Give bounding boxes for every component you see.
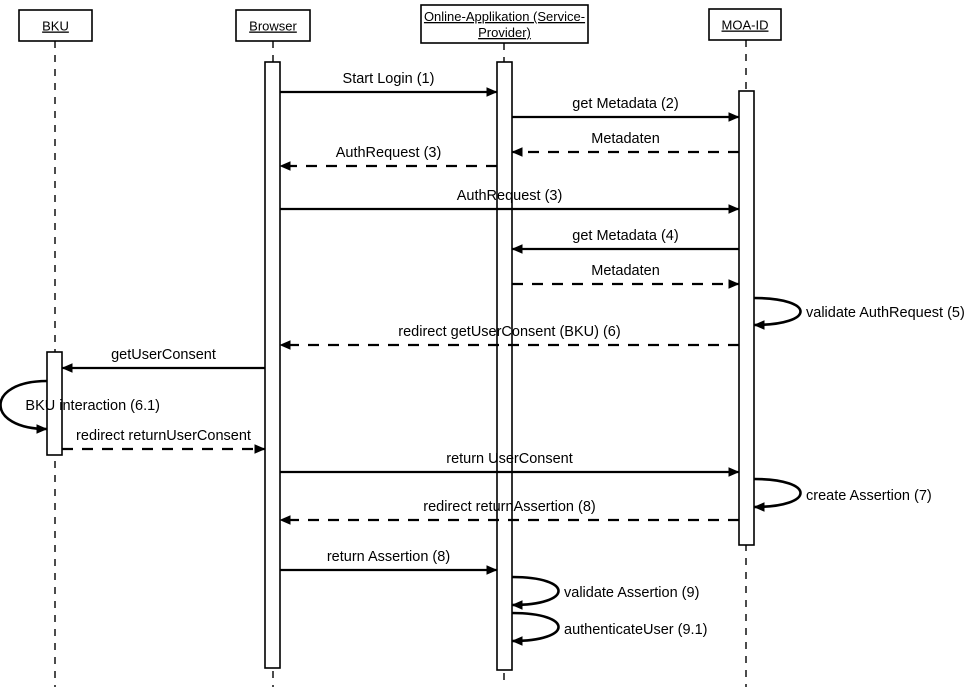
self-messages-layer: validate AuthRequest (5) BKU interaction …: [0, 296, 965, 646]
message-label-m4: AuthRequest (3): [336, 145, 442, 161]
message-label-m3: Metadaten: [591, 131, 660, 147]
message-label-m7: Metadaten: [591, 263, 660, 279]
activation-bar-bku: [46, 351, 63, 456]
message-label-m5: AuthRequest (3): [457, 188, 563, 204]
activation-bar-moaid: [738, 90, 755, 546]
message-label-m1: Start Login (1): [343, 71, 435, 87]
self-message-loop-s3: [753, 477, 802, 512]
messages-layer: Start Login (1) get Metadata (2) Metadaten…: [61, 71, 740, 575]
self-message-label-s5: authenticateUser (9.1): [564, 622, 707, 638]
lifeline-header-box-moaid[interactable]: [708, 8, 782, 41]
activation-bar-oa: [496, 61, 513, 671]
message-label-m10: redirect returnUserConsent: [76, 428, 251, 444]
self-message-loop-s5: [511, 611, 560, 646]
message-label-m11: return UserConsent: [446, 451, 573, 467]
self-message-loop-s2: [0, 379, 48, 434]
lifeline-header-box-browser[interactable]: [235, 9, 311, 42]
self-message-label-s2: BKU interaction (6.1): [25, 398, 160, 414]
self-message-loop-s4: [511, 575, 560, 610]
message-label-m2: get Metadata (2): [572, 96, 678, 112]
lifeline-header-label-browser: Browser: [249, 19, 297, 34]
self-message-label-s4: validate Assertion (9): [564, 585, 699, 601]
activations-layer: [46, 61, 755, 671]
message-label-m13: return Assertion (8): [327, 549, 450, 565]
lifeline-header-box-bku[interactable]: [18, 9, 93, 42]
lifeline-header-label-oa: Provider): [478, 25, 531, 40]
message-label-m6: get Metadata (4): [572, 228, 678, 244]
lifeline-header-box-oa[interactable]: [420, 4, 589, 44]
message-label-m12: redirect returnAssertion (8): [423, 499, 595, 515]
self-message-label-s3: create Assertion (7): [806, 488, 932, 504]
activation-bar-browser: [264, 61, 281, 669]
lifeline-header-label-bku: BKU: [42, 19, 69, 34]
lifeline-headers-layer: BKU Browser Online-Applikation (Service-Pr…: [18, 4, 782, 44]
lifeline-header-label-oa: Online-Applikation (Service-: [424, 9, 585, 24]
self-message-label-s1: validate AuthRequest (5): [806, 305, 965, 321]
self-message-loop-s1: [753, 296, 802, 330]
message-label-m8: redirect getUserConsent (BKU) (6): [398, 324, 620, 340]
lifeline-header-label-moaid: MOA-ID: [722, 18, 769, 33]
message-label-m9: getUserConsent: [111, 347, 216, 363]
